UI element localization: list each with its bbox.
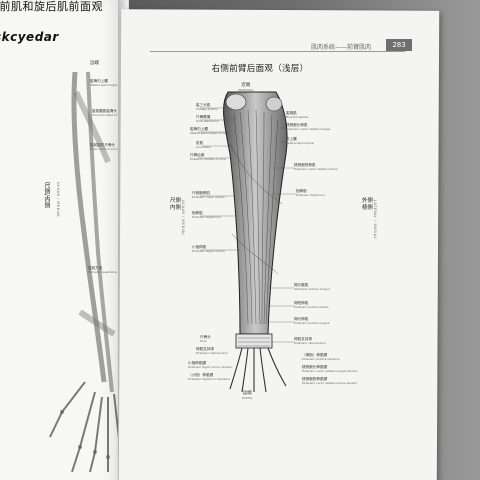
lateral-label: 外侧桡侧 [362, 198, 374, 211]
running-header: 肌肉系统——前臂肌肉 [150, 41, 405, 52]
figure-title: 右侧前臂后面观（浅层） [211, 64, 309, 74]
left-top-label: 远端 [90, 61, 99, 66]
left-page-title: 旋前肌和旋后肌前面观 [0, 0, 103, 13]
page-number: 283 [386, 39, 412, 51]
medial-label-en: ULNAR / MEDIAL [181, 200, 185, 236]
medial-label: 尺侧内侧 [170, 198, 182, 211]
distal-label: 远端 DISTAL [242, 391, 253, 400]
handwritten-text: skcyedar [0, 30, 59, 44]
skeleton-arm-illustration [49, 71, 125, 472]
forearm-muscle-illustration [198, 91, 296, 393]
left-side-label-en: ULNAR / MEDIAL [56, 182, 60, 218]
left-side-label: 尺侧/内侧 [43, 182, 50, 209]
lateral-label-en: LATERAL / RADIAL [373, 200, 377, 240]
proximal-label: 近端 PROXIMAL [238, 83, 254, 92]
header-section-title: 肌肉系统——前臂肌肉 [310, 44, 371, 51]
